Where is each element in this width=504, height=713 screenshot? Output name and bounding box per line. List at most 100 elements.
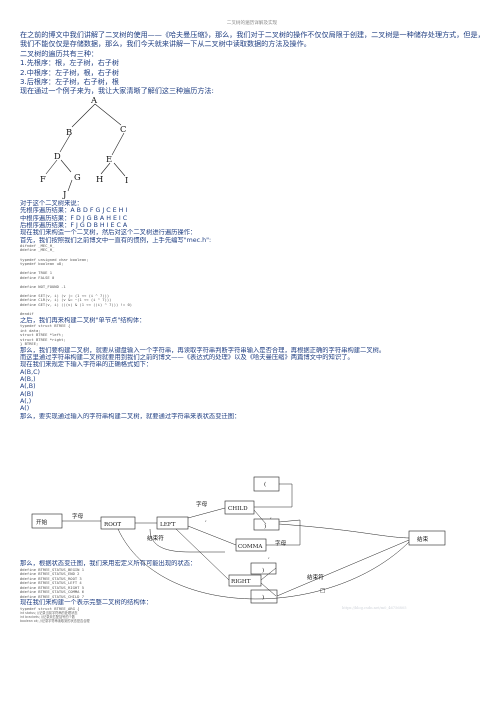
format-item: A(B,) xyxy=(20,376,36,384)
final-intro: 现在我们来构建一个表示完整二叉树的结构体： xyxy=(20,599,153,607)
page-header: 二叉树的遍历详解及实现 xyxy=(226,21,278,26)
edge-label-box: □ xyxy=(320,588,325,594)
state-box-rparen-1 xyxy=(253,518,280,531)
code-line: #define _MEC_H_ xyxy=(20,248,55,253)
code-line: #define NOT_FOUND -1 xyxy=(20,284,66,289)
traversal-title: 二叉树的遍历共有三种： xyxy=(20,48,99,58)
tree-node: F xyxy=(40,174,46,184)
struct-intro: 之后，我们再来构建二叉树"单节点"结构体： xyxy=(20,316,146,324)
transition-arrow xyxy=(175,528,230,581)
state-box-lparen xyxy=(253,476,280,492)
edge-label-rparen: ) xyxy=(262,594,264,601)
edge-label-endchar: 结束符 xyxy=(307,573,324,581)
transition-arrow xyxy=(149,528,225,553)
code-line: typedef struct BTREE { xyxy=(20,324,71,328)
transition-arrow xyxy=(260,582,277,597)
code-line: #define BTREE_STATUS_COMMA 6 xyxy=(20,590,85,595)
code-line: } BTREE; xyxy=(20,342,39,347)
article-body: 在之前的博文中我们讲解了二叉树的使用——《哈夫曼压缩》，那么，我们对于二叉树的操… xyxy=(20,30,486,623)
code-line: boolean ok; //记录字符串读取到的状态是否合理 xyxy=(20,619,90,624)
transition-arrow xyxy=(278,523,410,539)
edge-label-comma: , xyxy=(268,554,270,560)
state-label-comma: COMMA xyxy=(238,544,263,550)
code-line: #endif xyxy=(20,312,34,317)
traversal-result: 后根序遍历结果：F J G D B H I E C A xyxy=(20,221,128,229)
edge-label-comma: , xyxy=(205,517,207,523)
edge-label-letter: 字母 xyxy=(72,512,84,520)
state-box-rparen-3 xyxy=(250,589,278,604)
impl-intro: 现在我们来构造一个二叉树，然后对这个二叉树进行遍历操作： xyxy=(20,229,197,237)
tree-node: E xyxy=(106,154,112,164)
code-block-btree: typedef struct BTREE { int data; struct … xyxy=(20,324,486,347)
code-line: #define SET(v, i) (v |= (1 << (i ^ 7))) xyxy=(20,293,110,298)
code-line: #ifndef _MEC_H_ xyxy=(20,243,55,248)
code-line: #define TRUE 1 xyxy=(20,271,53,276)
format-item: A() xyxy=(20,405,30,413)
transition-arrow xyxy=(266,519,301,546)
edge-label-rparen: ) xyxy=(262,567,264,574)
transition-arrow xyxy=(187,507,226,519)
traversal-item: 3.后根序：左子树，右子树，根 xyxy=(20,77,119,87)
format-item: A(B) xyxy=(20,390,34,398)
state-box-rparen-2 xyxy=(250,562,277,575)
tree-node: I xyxy=(125,175,128,185)
edge-label-letter: 字母 xyxy=(196,500,208,508)
fsm-intro: 那么，要实现通过输入的字符串构建二叉树，就要通过字符串来表状态变迁图： xyxy=(20,412,241,420)
code-line: #define BTREE_STATUS_END 2 xyxy=(20,572,80,577)
code-line: #define BTREE_STATUS_LEFT 4 xyxy=(20,581,82,586)
transition-arrow xyxy=(254,483,293,508)
code-line: #define CLR(v, i) (v &= ~(1 << (i ^ 7))) xyxy=(20,298,112,303)
edge-label-lparen: ( xyxy=(264,481,266,488)
code-line: struct BTREE *left; xyxy=(20,333,64,338)
transition-arrow xyxy=(260,567,277,581)
state-label-end: 结束 xyxy=(417,535,429,543)
edge-label-comma: , xyxy=(270,514,272,520)
state-label-start: 开始 xyxy=(36,518,48,526)
code-line: int status; //记录当前字符串的处理状态 xyxy=(20,611,78,616)
edge-label-endchar: 结束符 xyxy=(147,534,164,542)
code-line: typedef struct BTREE_ARG { xyxy=(20,606,80,611)
impl-intro-2: 首先，我们按照我们之前博文中一直有的惯例，上手先编写"mec.h": xyxy=(20,236,212,244)
state-label-right: RIGHT xyxy=(231,579,251,585)
tree-node: A xyxy=(90,95,98,105)
format-list: A(B,C)A(B,)A(,B)A(B)A(,)A() xyxy=(20,369,486,413)
watermark: https://blog.csdn.net/m0_46756805 xyxy=(342,606,407,610)
format-item: A(,) xyxy=(20,398,32,406)
tree-node: J xyxy=(62,189,66,199)
code-line: #define BTREE_STATUS_RIGHT 5 xyxy=(20,585,85,590)
results-title: 对于这个二叉树来说： xyxy=(20,199,83,207)
format-item: A(B,C) xyxy=(20,368,40,376)
code-block-arg: typedef struct BTREE_ARG { int status; /… xyxy=(20,607,486,624)
state-label-child: CHILD xyxy=(228,506,248,512)
transition-arrow xyxy=(276,539,410,597)
example-intro: 现在通过一个例子来为，我让大家清晰了解们这三种遍历方法: xyxy=(20,86,214,96)
transition-arrow xyxy=(187,525,237,546)
intro-paragraph: 在之前的博文中我们讲解了二叉树的使用——《哈夫曼压缩》，那么，我们对于二叉树的操… xyxy=(20,30,485,49)
edge-label-letter: 字母 xyxy=(275,539,287,547)
code-line: typedef unsigned char boolean; xyxy=(20,257,89,262)
code-line: struct BTREE *right; xyxy=(20,337,66,342)
transition-arrow xyxy=(253,509,267,525)
code-line: #define BTREE_STATUS_CHILD 7 xyxy=(20,594,85,599)
states-intro: 那么，根据状态变迁图，我们来用宏定义所有可能出现的状态： xyxy=(20,560,197,568)
state-label-left: LEFT xyxy=(160,522,176,528)
code-block-mec: #ifndef _MEC_H_#define _MEC_H_ typedef u… xyxy=(20,244,486,317)
format-title: 现在我们来规定下输入字符串的正确格式如下： xyxy=(20,361,153,369)
code-line: typedef boolean u8; xyxy=(20,262,64,267)
paragraph: 那么，我们要构建二叉树，就要从键盘输入一个字符串，再读取字符串判断字符串输入是否… xyxy=(20,346,386,354)
code-line: #define GET(v, i) (((v) & (1 << ((i) ^ 7… xyxy=(20,303,133,308)
code-line: #define BTREE_STATUS_BEGIN 1 xyxy=(20,567,85,572)
traversal-result: 中根序遍历结果：F D J G B A H E I C xyxy=(20,214,128,222)
paragraph: 而这里通过字符串构建二叉树就要用到我们之前的博文——《表达式的处理》以及《哈夫曼… xyxy=(20,354,354,362)
code-line: #define FALSE 0 xyxy=(20,275,55,280)
traversal-item: 1.先根序：根，左子树，右子树 xyxy=(20,58,119,68)
state-label-root: ROOT xyxy=(104,522,121,528)
tree-node: H xyxy=(96,174,103,184)
traversal-result: 先根序遍历结果：A B D F G J C E H I xyxy=(20,207,128,215)
edge-label-rparen: ) xyxy=(264,523,266,530)
tree-node: C xyxy=(120,124,126,134)
code-line: int data; xyxy=(20,328,41,333)
tree-node: G xyxy=(74,172,81,182)
